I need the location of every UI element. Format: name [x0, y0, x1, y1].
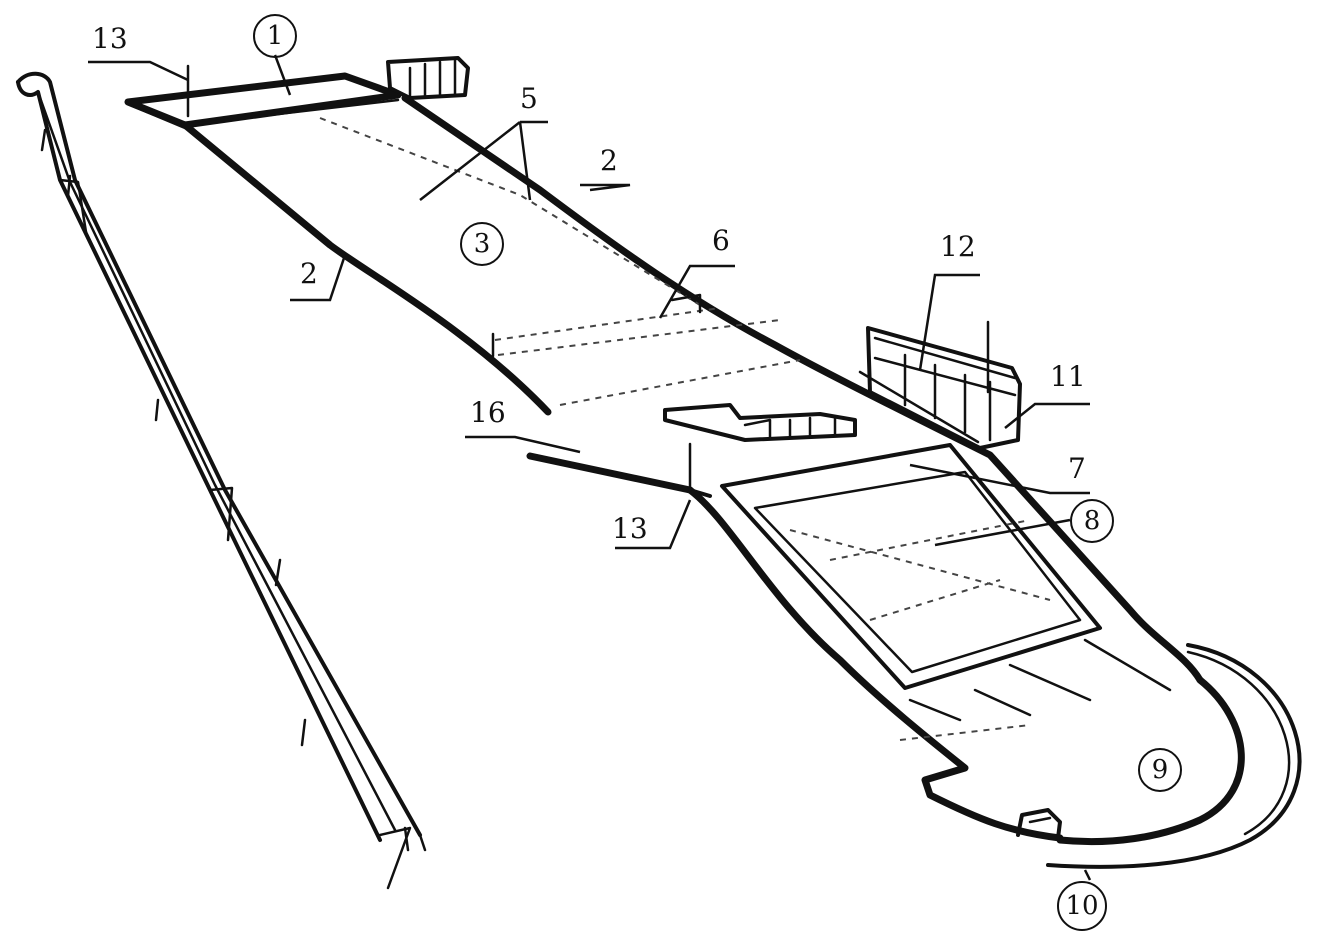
slope-left-edge: [181, 121, 552, 416]
label-3: 3: [460, 222, 504, 266]
label-13-mid: 13: [612, 512, 648, 545]
conveyor-track: [16, 71, 427, 890]
label-11: 11: [1050, 360, 1086, 393]
label-2-right: 2: [600, 144, 618, 177]
lower-run-left-edge: [686, 486, 1064, 842]
right-building: [858, 320, 1022, 450]
svg-text:9: 9: [1152, 755, 1169, 785]
top-platform: [124, 64, 402, 130]
svg-text:1: 1: [267, 21, 284, 51]
outrun-end: [1056, 676, 1245, 846]
slope-markings: [319, 117, 801, 406]
label-1: 1: [253, 14, 297, 58]
label-6: 6: [712, 224, 730, 257]
label-10: 10: [1057, 881, 1107, 931]
label-13-top: 13: [92, 22, 128, 55]
label-8: 8: [1070, 499, 1114, 543]
barrier-arc: [1046, 643, 1302, 869]
svg-text:8: 8: [1084, 506, 1101, 536]
outrun-hut: [1016, 808, 1062, 840]
label-9: 9: [1138, 748, 1182, 792]
slope-right-edge: [401, 94, 1204, 684]
mid-barrier: [526, 452, 694, 494]
label-2-left: 2: [300, 257, 318, 290]
top-building: [386, 56, 470, 100]
landing-zone: [720, 443, 1172, 741]
mid-equipment: [663, 403, 857, 442]
svg-text:3: 3: [474, 229, 491, 259]
label-7: 7: [1068, 452, 1086, 485]
barrier-arc-inner: [1186, 650, 1291, 836]
label-16: 16: [470, 396, 506, 429]
label-5: 5: [520, 82, 538, 115]
label-12: 12: [940, 230, 976, 263]
leader-lines: [88, 54, 1092, 881]
svg-text:10: 10: [1065, 891, 1098, 921]
